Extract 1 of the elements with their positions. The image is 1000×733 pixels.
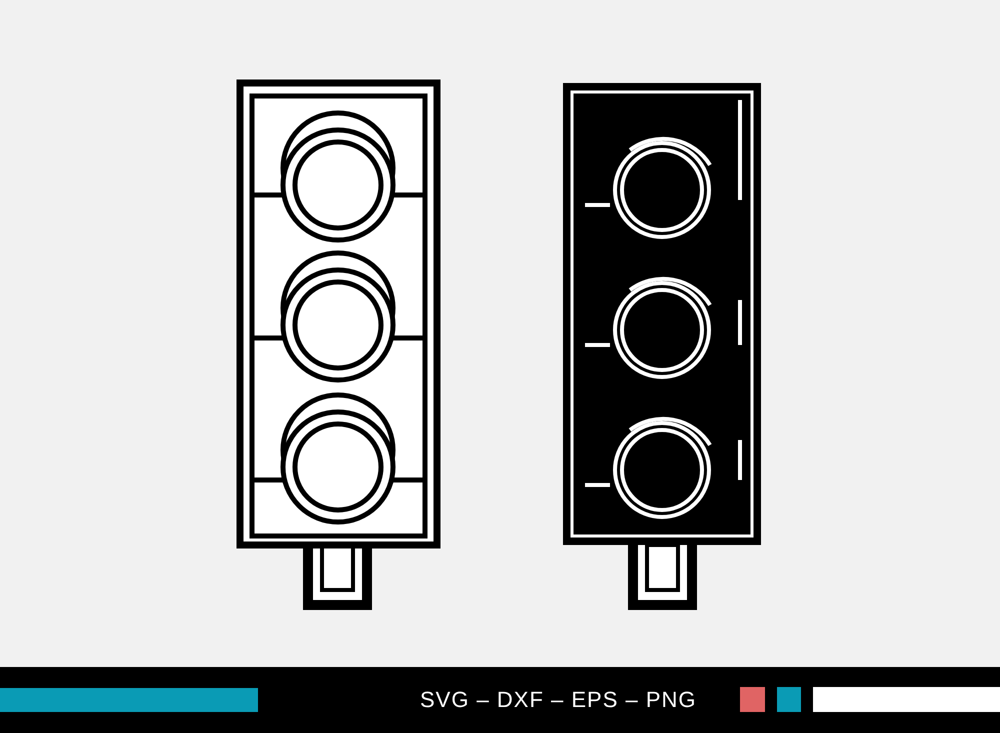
format-list-text: SVG – DXF – EPS – PNG — [420, 687, 697, 713]
